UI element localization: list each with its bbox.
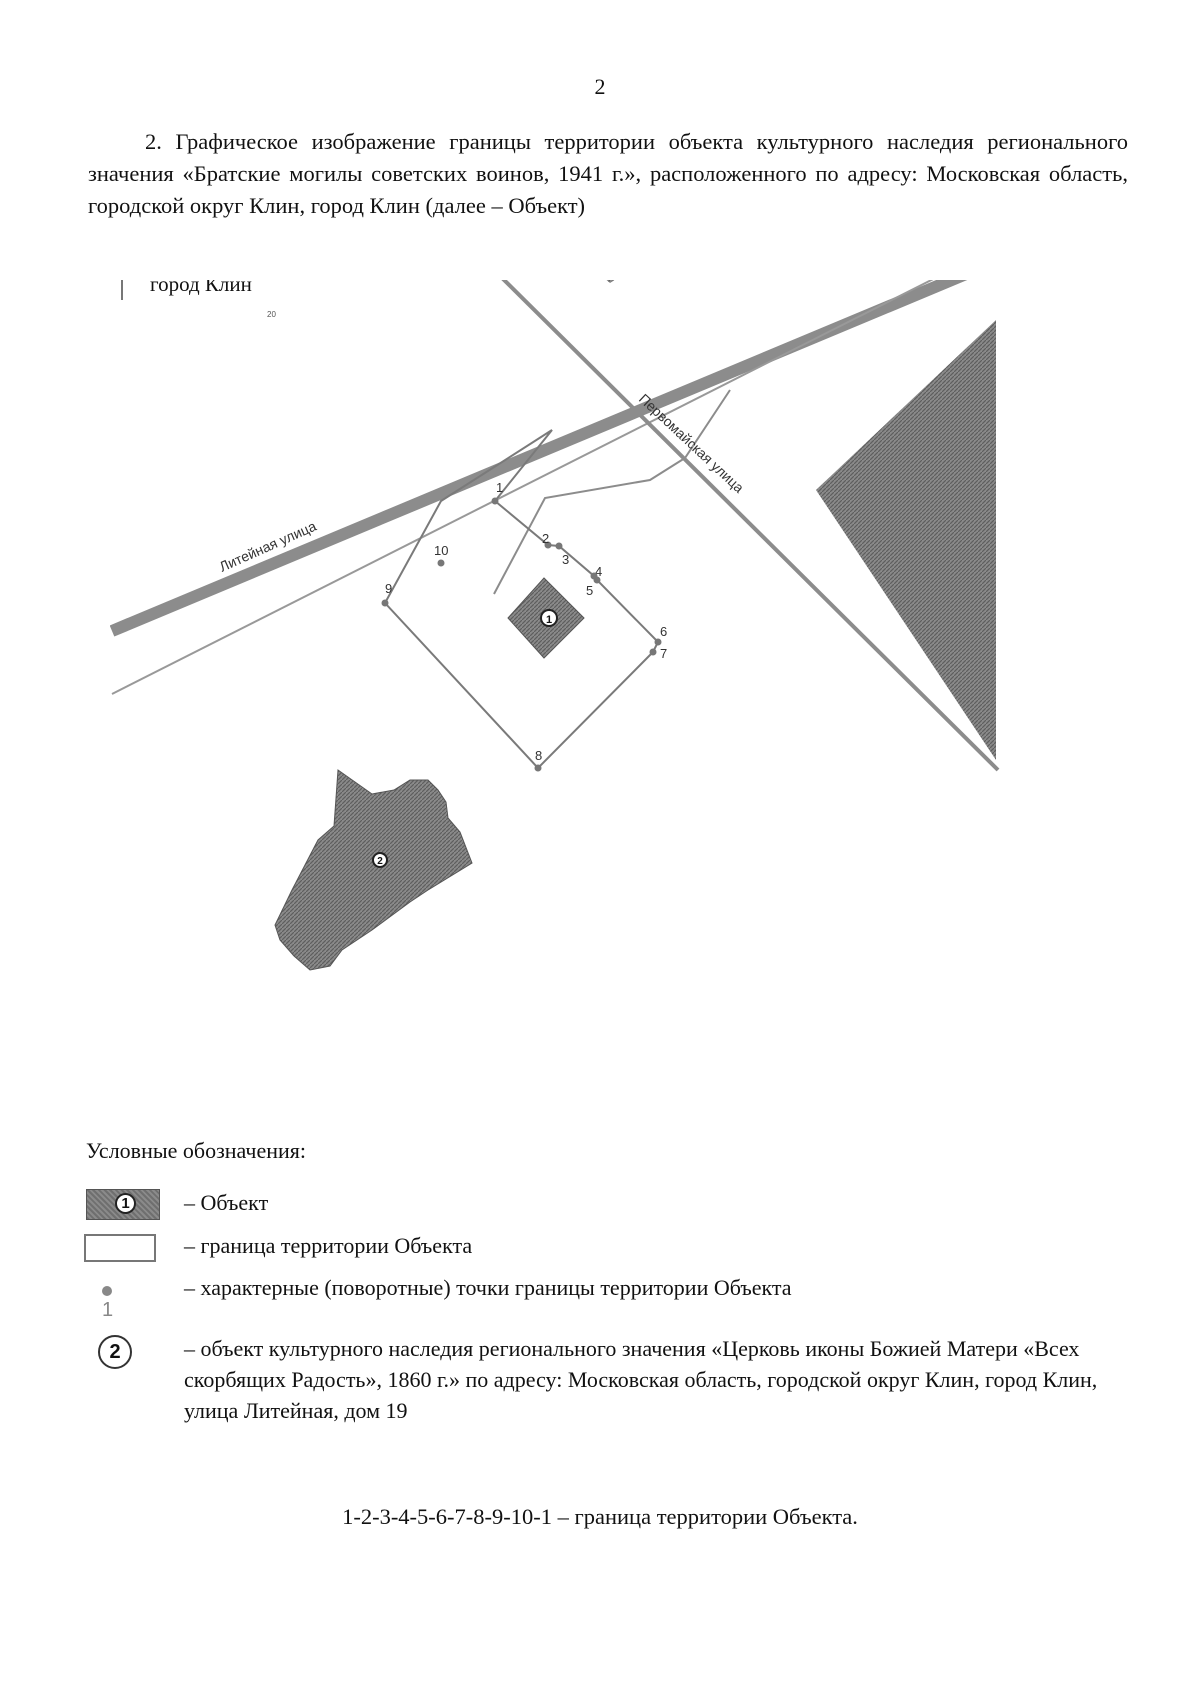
point-dot-icon	[102, 1285, 112, 1296]
object-marker-number: 1	[546, 614, 552, 626]
building-block-top	[606, 280, 615, 283]
boundary-point-2	[544, 541, 552, 549]
building-block-right	[816, 320, 996, 760]
legend-okn-label: – объект культурного наследия региональн…	[184, 1336, 1098, 1423]
boundary-sequence: 1-2-3-4-5-6-7-8-9-10-1 – граница террито…	[342, 1504, 858, 1529]
legend-object-symbol: 1	[86, 1189, 160, 1220]
city-label: город Клин	[150, 280, 252, 296]
boundary-point-label-1: 1	[496, 480, 503, 495]
legend-border-symbol	[84, 1234, 156, 1262]
boundary-map: город Клин 20 Литейная улица Первомайска…	[110, 280, 1000, 971]
heritage-marker-number: 2	[377, 856, 383, 867]
boundary-point-label-8: 8	[535, 748, 542, 763]
scale-mark: 20	[267, 310, 276, 319]
street-label-pervomayskaya: Первомайская улица	[636, 390, 747, 495]
boundary-point-10	[437, 559, 445, 567]
boundary-point-label-9: 9	[385, 581, 392, 596]
boundary-point-7	[649, 648, 657, 656]
legend-point-label: – характерные (поворотные) точки границы…	[184, 1275, 792, 1300]
boundary-point-1	[491, 497, 499, 505]
boundary-point-label-5: 5	[586, 583, 593, 598]
heritage-church	[274, 769, 473, 971]
legend-object-label: – Объект	[184, 1190, 269, 1215]
boundary-point-label-4: 4	[595, 564, 602, 579]
legend-point-symbol: 1	[102, 1280, 126, 1320]
boundary-point-6	[654, 638, 662, 646]
legend-border-label: – граница территории Объекта	[184, 1233, 473, 1258]
boundary-point-label-6: 6	[660, 624, 667, 639]
legend-title: Условные обозначения:	[86, 1138, 307, 1163]
legend-object-number: 1	[115, 1193, 136, 1214]
object-marker	[540, 609, 558, 627]
boundary-point-5	[590, 572, 598, 580]
territory-boundary	[383, 429, 660, 770]
document-heading: 2. Графическое изображение границы терри…	[88, 129, 1128, 218]
boundary-point-9	[381, 599, 389, 607]
footpath-line	[493, 389, 731, 595]
road-pervomayskaya	[501, 280, 1000, 772]
heritage-marker	[372, 852, 388, 868]
boundary-point-3	[555, 542, 563, 550]
page-number: 2	[594, 74, 606, 99]
boundary-point-label-3: 3	[562, 552, 569, 567]
boundary-point-label-7: 7	[660, 646, 667, 661]
boundary-points: 1 2 3 4 5 6 7 8 9 10	[381, 480, 667, 772]
legend-okn-symbol: 2	[98, 1335, 132, 1369]
boundary-point-label-10: 10	[434, 543, 448, 558]
boundary-point-8	[534, 764, 542, 772]
boundary-point-label-2: 2	[542, 531, 549, 546]
legend-point-number: 1	[102, 1299, 114, 1321]
road-edge-line	[111, 280, 934, 695]
street-strip-right	[730, 280, 996, 482]
